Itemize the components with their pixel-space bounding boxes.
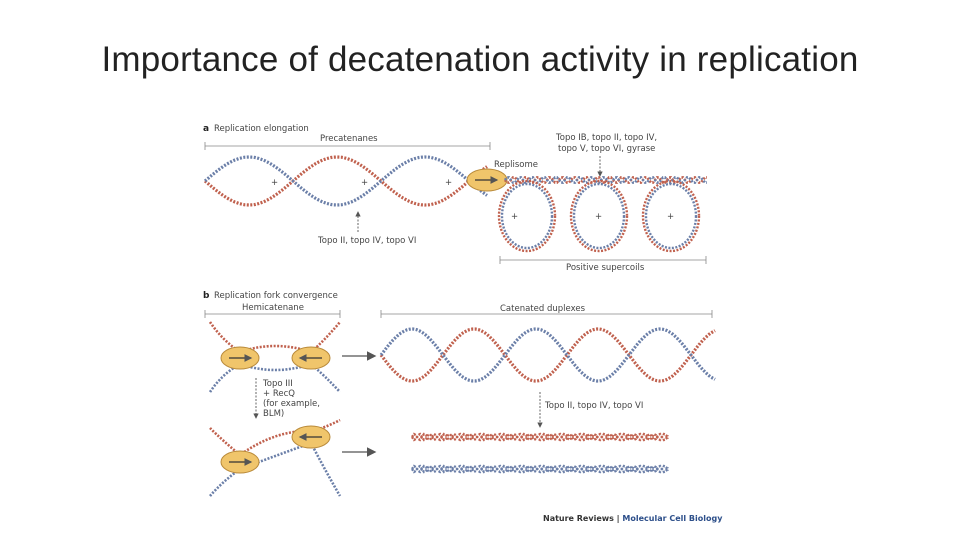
separated-duplex-blue: [411, 464, 670, 474]
plus-sign: +: [595, 212, 602, 222]
fork-strand-blue: [209, 441, 342, 497]
separated-duplex-red: [411, 432, 670, 442]
precatenanes-label: Precatenanes: [320, 134, 378, 144]
positive-supercoils-label: Positive supercoils: [566, 263, 645, 273]
panel-b-heading: Replication fork convergence: [214, 291, 338, 301]
plus-sign: +: [445, 178, 452, 188]
supercoil-loop-inner: [500, 182, 554, 250]
panel-b: b Replication fork convergence Hemicaten…: [203, 291, 716, 497]
fork-strand-blue: [208, 362, 341, 393]
separated-duplex-blue: [411, 464, 670, 474]
hemicatenane-label: Hemicatenane: [242, 303, 304, 313]
topo-top-label-line1: Topo IB, topo II, topo IV,: [555, 133, 657, 143]
credit-separator: |: [614, 514, 623, 523]
precatenane-strand-blue: [203, 155, 488, 207]
panel-a-letter: a: [203, 124, 209, 134]
parental-strand-blue: [503, 176, 707, 184]
plus-sign: +: [667, 212, 674, 222]
figure-credit: Nature Reviews | Molecular Cell Biology: [543, 514, 723, 523]
topo-bottom-label: Topo II, topo IV, topo VI: [317, 236, 416, 246]
panel-a: a Replication elongation Precatenanes + …: [203, 124, 707, 273]
supercoil-loop-inner: [572, 182, 626, 250]
fork-strand-red: [209, 418, 341, 457]
topo3-label-line2: + RecQ: [263, 389, 295, 399]
supercoil-loop: [641, 179, 701, 253]
topo3-label-line3: (for example,: [263, 399, 320, 409]
slide-title: Importance of decatenation activity in r…: [101, 40, 859, 79]
plus-sign: +: [361, 178, 368, 188]
plus-sign: +: [511, 212, 518, 222]
catenated-label: Catenated duplexes: [500, 304, 586, 314]
catenated-strand-red: [379, 327, 716, 383]
fork-strand-red: [208, 321, 341, 354]
topo3-label-line1: Topo III: [262, 379, 293, 389]
credit-section: Molecular Cell Biology: [622, 514, 723, 523]
separated-duplex-red: [411, 432, 670, 442]
supercoil-loop-inner: [644, 182, 698, 250]
plus-sign: +: [271, 178, 278, 188]
topo-top-label-line2: topo V, topo VI, gyrase: [558, 144, 655, 154]
topo3-label-line4: BLM): [263, 409, 284, 419]
credit-journal: Nature Reviews: [543, 514, 614, 523]
precatenane-strand-red: [203, 155, 488, 207]
panel-a-heading: Replication elongation: [214, 124, 309, 134]
panel-b-letter: b: [203, 291, 210, 301]
catenated-strand-blue: [379, 327, 716, 383]
supercoil-loop: [497, 179, 557, 253]
supercoil-loop: [569, 179, 629, 253]
topo-decatenation-label: Topo II, topo IV, topo VI: [544, 401, 643, 411]
replisome-label: Replisome: [494, 160, 538, 170]
